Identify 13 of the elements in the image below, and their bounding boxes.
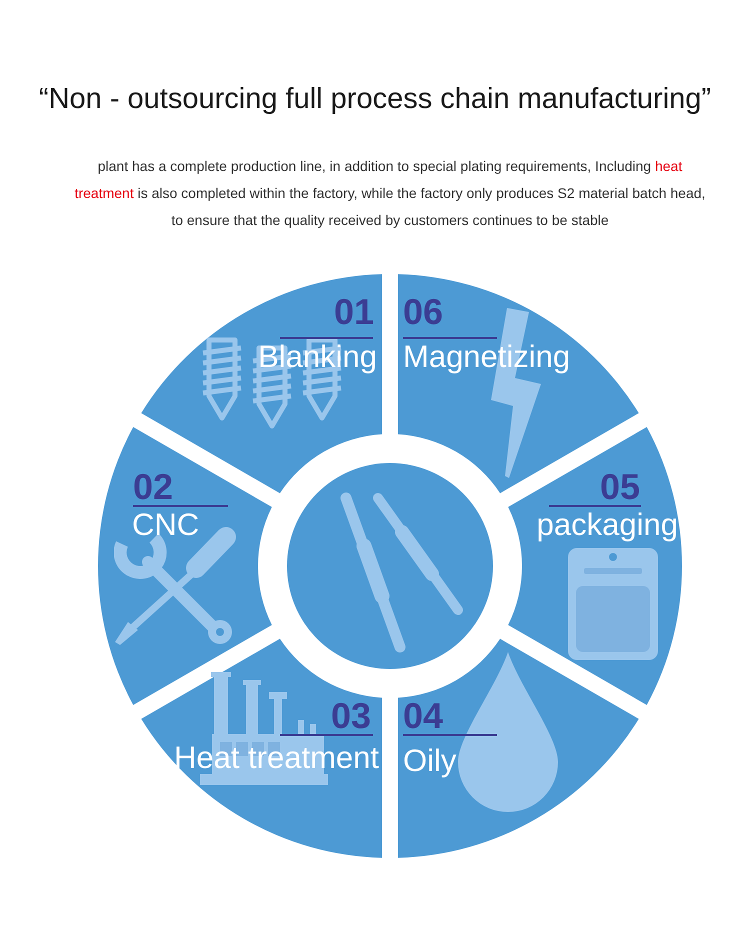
title: “Non - outsourcing full process chain manufacturing”	[38, 82, 712, 117]
step-label: Oily	[403, 745, 456, 778]
step-number: 03	[330, 698, 371, 734]
step-number: 01	[334, 294, 374, 330]
step-number: 04	[403, 698, 444, 734]
step-number: 06	[403, 294, 444, 330]
description-text: plant has a complete production line, in addition to special plating requirements, Including heat treatment is also completed within the factory, while the factory only produces S2 material batch head, to ensure that the quality received by customers continues to be stable	[74, 157, 706, 230]
step-label: CNC	[132, 509, 200, 542]
step-label: packaging	[536, 509, 678, 542]
step-label: Blanking	[258, 341, 377, 374]
step-number: 05	[600, 469, 640, 505]
step-label: Magnetizing	[403, 341, 570, 374]
step-number: 02	[133, 469, 174, 505]
